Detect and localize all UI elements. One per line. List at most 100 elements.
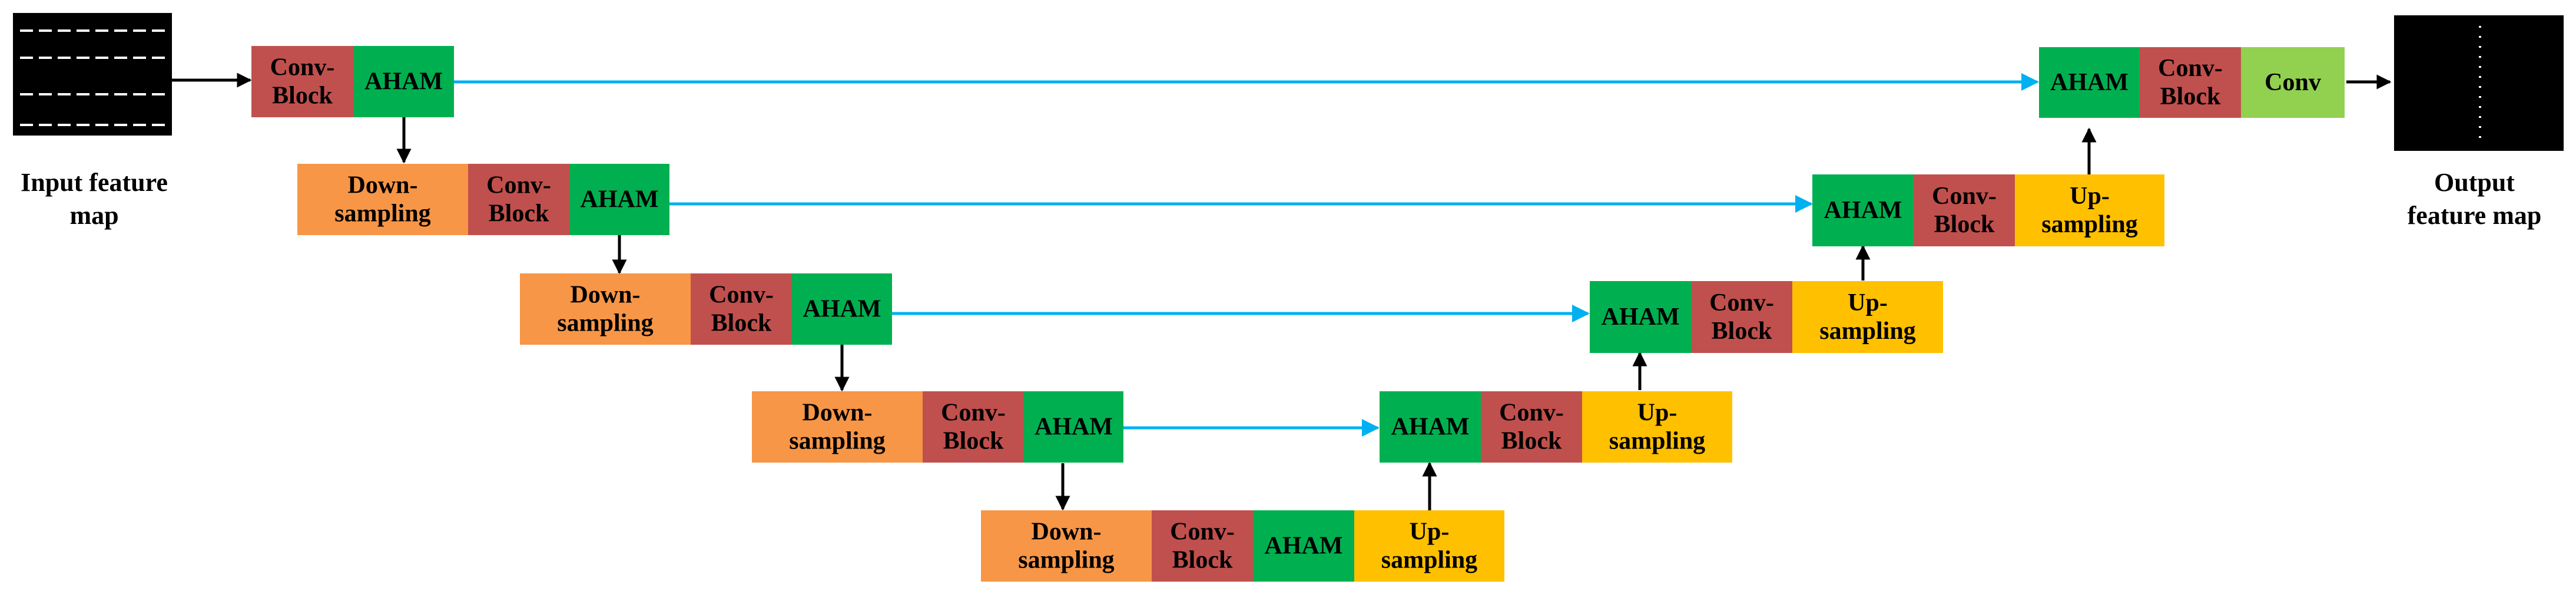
block-d2-aham: AHAM <box>1590 281 1691 353</box>
input-caption-line-1: Input feature <box>21 168 168 197</box>
network-blocks: Conv-BlockAHAMDown-samplingConv-BlockAHA… <box>251 46 2345 582</box>
block-label: AHAM <box>1602 303 1680 331</box>
skip-connections <box>454 73 2039 437</box>
block-label: Up- <box>1848 289 1888 316</box>
block-d3-conv: Conv-Block <box>1481 391 1582 463</box>
block-label: Down- <box>1031 519 1101 546</box>
block-e0-conv: Conv-Block <box>251 46 353 117</box>
block-label: Block <box>1934 211 1995 238</box>
block-label: Up- <box>2070 183 2110 210</box>
block-b-conv: Conv-Block <box>1152 510 1253 582</box>
conv-block-block-fill <box>1691 281 1792 353</box>
block-label: sampling <box>1381 547 1477 574</box>
aham-block-fill <box>353 46 454 117</box>
block-d0-aham: AHAM <box>2039 47 2140 118</box>
output-map-background <box>2394 15 2564 151</box>
block-d2-conv: Conv-Block <box>1691 281 1792 353</box>
flow-connections <box>172 72 2392 511</box>
block-label: Up- <box>1637 400 1677 427</box>
block-label: AHAM <box>364 68 443 95</box>
block-label: Conv- <box>1709 289 1774 316</box>
block-e1-aham: AHAM <box>569 164 669 235</box>
down-sampling-block-fill <box>981 510 1152 582</box>
block-e3-aham: AHAM <box>1024 391 1123 463</box>
block-label: Block <box>943 428 1004 455</box>
block-label: Conv <box>2265 69 2321 96</box>
block-e2-down: Down-sampling <box>520 273 691 345</box>
block-label: AHAM <box>1391 414 1470 441</box>
aham-block-fill <box>1590 281 1691 353</box>
block-label: AHAM <box>2050 69 2129 96</box>
block-label: Conv- <box>270 54 335 81</box>
aham-block-fill <box>569 164 669 235</box>
block-d2-up: Up-sampling <box>1792 281 1943 353</box>
block-b-up: Up-sampling <box>1354 510 1504 582</box>
input-feature-map-caption: Input feature map <box>0 166 188 232</box>
block-label: Block <box>711 310 772 337</box>
block-e1-down: Down-sampling <box>297 164 468 235</box>
conv-block-block-fill <box>2140 47 2241 118</box>
conv-block-block-fill <box>1481 391 1582 463</box>
block-d3-aham: AHAM <box>1380 391 1481 463</box>
down-sampling-block-fill <box>752 391 923 463</box>
block-e2-conv: Conv-Block <box>691 273 792 345</box>
aham-block-fill <box>1253 510 1354 582</box>
down-sampling-block-fill <box>297 164 468 235</box>
output-feature-map <box>2394 15 2564 151</box>
block-d1-aham: AHAM <box>1812 174 1914 246</box>
block-e3-down: Down-sampling <box>752 391 923 463</box>
aham-block-fill <box>1380 391 1481 463</box>
block-label: sampling <box>557 310 653 337</box>
block-label: sampling <box>1819 318 1915 345</box>
down-sampling-block-fill <box>520 273 691 345</box>
block-label: AHAM <box>1035 414 1113 441</box>
block-label: AHAM <box>1824 197 1902 224</box>
conv-block-fill <box>2241 47 2345 118</box>
block-label: Conv- <box>2158 55 2223 82</box>
block-d1-conv: Conv-Block <box>1914 174 2015 246</box>
conv-block-block-fill <box>691 273 792 345</box>
block-label: AHAM <box>581 186 659 213</box>
block-label: AHAM <box>803 296 881 323</box>
block-label: sampling <box>1609 428 1705 455</box>
output-caption-line-1: Output <box>2434 168 2515 197</box>
block-label: sampling <box>789 428 885 455</box>
block-label: Conv- <box>941 400 1006 427</box>
output-caption-line-2: feature map <box>2407 201 2542 230</box>
block-label: sampling <box>1018 547 1114 574</box>
up-sampling-block-fill <box>1792 281 1943 353</box>
block-label: Down- <box>570 282 640 309</box>
block-label: Down- <box>802 400 872 427</box>
block-label: AHAM <box>1265 533 1343 560</box>
block-label: Block <box>1712 318 1772 345</box>
block-label: sampling <box>2041 211 2137 238</box>
block-d3-up: Up-sampling <box>1582 391 1732 463</box>
input-map-background <box>13 13 172 136</box>
block-label: Down- <box>347 172 417 199</box>
conv-block-block-fill <box>1914 174 2015 246</box>
block-label: Conv- <box>1932 183 1997 210</box>
block-d0-final: Conv <box>2241 47 2345 118</box>
block-e2-aham: AHAM <box>792 273 892 345</box>
up-sampling-block-fill <box>1354 510 1504 582</box>
block-label: Conv- <box>1170 519 1235 546</box>
input-caption-line-2: map <box>69 201 119 230</box>
block-label: Block <box>1172 547 1233 574</box>
input-feature-map <box>13 13 172 136</box>
conv-block-block-fill <box>1152 510 1253 582</box>
block-label: Conv- <box>1499 400 1564 427</box>
block-b-aham: AHAM <box>1253 510 1354 582</box>
block-e1-conv: Conv-Block <box>468 164 569 235</box>
block-label: Block <box>1501 428 1562 455</box>
block-b-down: Down-sampling <box>981 510 1152 582</box>
block-d0-conv: Conv-Block <box>2140 47 2241 118</box>
block-label: Conv- <box>709 282 774 309</box>
block-label: sampling <box>334 200 430 227</box>
aham-block-fill <box>2039 47 2140 118</box>
block-label: Conv- <box>486 172 551 199</box>
block-e3-conv: Conv-Block <box>923 391 1024 463</box>
conv-block-block-fill <box>468 164 569 235</box>
block-label: Up- <box>1410 519 1450 546</box>
block-label: Block <box>272 82 333 110</box>
